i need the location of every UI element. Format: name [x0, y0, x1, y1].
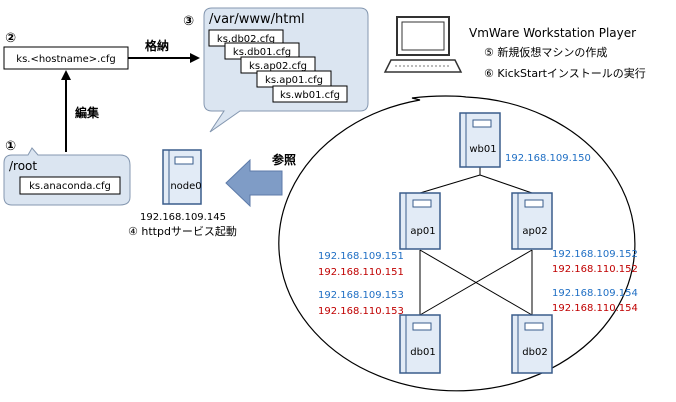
wb01-server [459, 112, 501, 168]
link-hub-ap01 [419, 174, 481, 194]
db01-ip-secondary: 192.168.110.153 [318, 306, 404, 317]
step-1-marker: ① [5, 139, 16, 154]
db02-label: db02 [522, 347, 547, 358]
reference-arrow [225, 158, 283, 208]
laptop-icon [383, 16, 463, 73]
step-5-label: ⑤ 新規仮想マシンの作成 [484, 45, 607, 59]
cfg-file-wb01 [272, 85, 348, 103]
step-4-label: ④ httpdサービス起動 [128, 224, 237, 238]
step-2-marker: ② [5, 31, 16, 46]
ap01-ip-primary: 192.168.109.151 [318, 251, 404, 262]
wb01-label: wb01 [469, 144, 496, 155]
db02-ip-primary: 192.168.109.154 [552, 288, 638, 299]
wb01-ip: 192.168.109.150 [505, 153, 591, 164]
ap01-label: ap01 [410, 226, 435, 237]
anaconda-file-label: ks.anaconda.cfg [29, 181, 111, 192]
db02-server [511, 314, 553, 374]
html-folder-title: /var/www/html [209, 12, 305, 27]
cfg-file-wb01-label: ks.wb01.cfg [280, 90, 340, 101]
ap02-ip-primary: 192.168.109.152 [552, 249, 638, 260]
vmware-title: VmWare Workstation Player [469, 26, 636, 40]
step-3-marker: ③ [183, 14, 194, 29]
ap02-server [511, 192, 553, 250]
cfg-file-db02-label: ks.db02.cfg [217, 34, 275, 45]
node0-ip: 192.168.109.145 [140, 212, 226, 223]
ap01-server [399, 192, 441, 250]
reference-label: 参照 [272, 152, 296, 167]
step-6-label: ⑥ KickStartインストールの実行 [484, 66, 646, 80]
ap01-ip-secondary: 192.168.110.151 [318, 267, 404, 278]
cfg-file-db01-label: ks.db01.cfg [233, 47, 291, 58]
ap02-label: ap02 [522, 226, 547, 237]
db01-label: db01 [410, 347, 435, 358]
db02-ip-secondary: 192.168.110.154 [552, 303, 638, 314]
store-label: 格納 [145, 38, 169, 53]
db01-server [399, 314, 441, 374]
edit-label: 編集 [75, 105, 100, 120]
node0-server [162, 149, 202, 205]
ks-hostname-file-label: ks.<hostname>.cfg [16, 54, 115, 65]
vm-cluster-callout [278, 95, 636, 392]
link-hub-ap02 [479, 174, 533, 194]
ap02-ip-secondary: 192.168.110.152 [552, 264, 638, 275]
root-folder-title: /root [9, 159, 37, 173]
cfg-file-ap01-label: ks.ap01.cfg [265, 75, 323, 86]
db01-ip-primary: 192.168.109.153 [318, 290, 404, 301]
node0-label: node0 [170, 181, 201, 192]
cfg-file-ap02-label: ks.ap02.cfg [249, 61, 307, 72]
anaconda-file [19, 176, 121, 195]
link-ap02-db01 [419, 249, 533, 316]
